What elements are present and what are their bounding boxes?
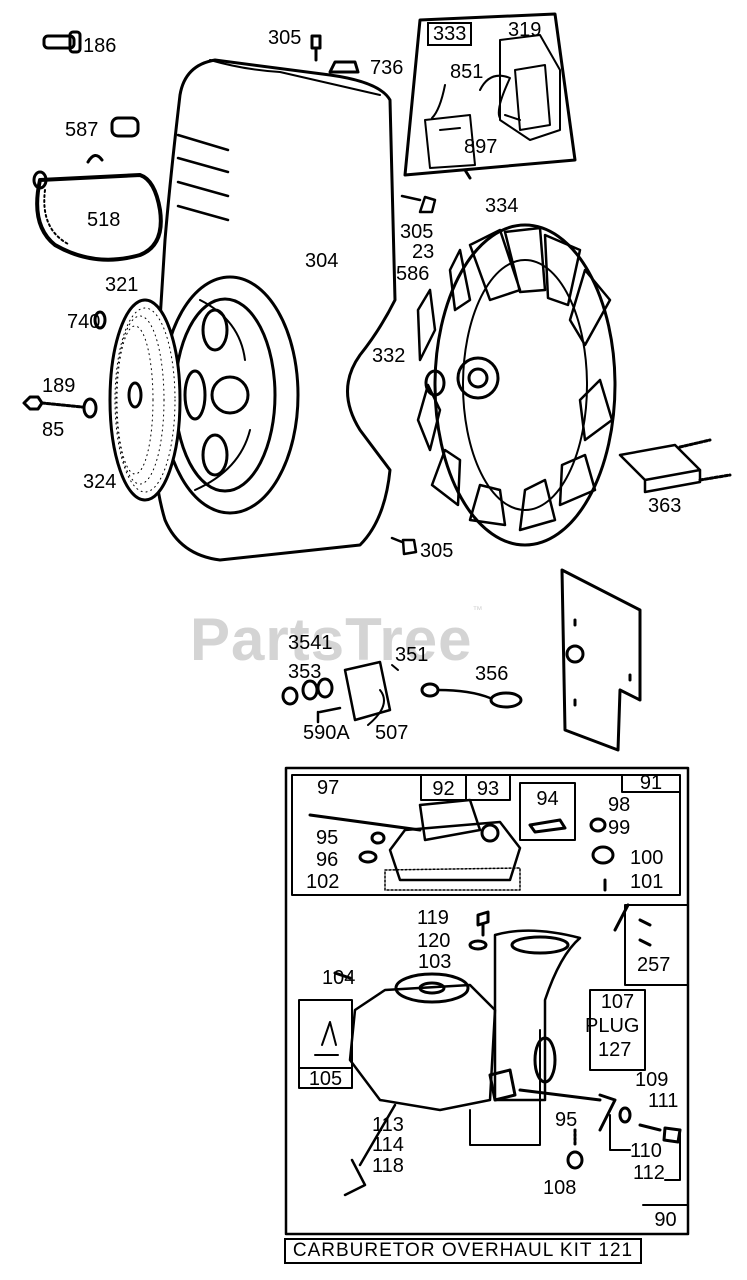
callout-97: 97 [317, 777, 340, 799]
callout-93: 93 [476, 778, 500, 800]
callout-321: 321 [105, 274, 139, 296]
callout-113: 113 [372, 1114, 404, 1136]
callout-103: 103 [418, 951, 452, 973]
callout-109: 109 [635, 1069, 669, 1091]
callout-105: 105 [308, 1068, 343, 1090]
callout-319: 319 [508, 19, 542, 41]
callout-119: 119 [417, 907, 449, 929]
callout-586: 586 [396, 263, 430, 285]
callout-304: 304 [305, 250, 339, 272]
callout-332: 332 [372, 345, 406, 367]
callout-736: 736 [370, 57, 404, 79]
callout-96: 96 [316, 849, 339, 871]
carburetor-kit-label: CARBURETOR OVERHAUL KIT 121 [284, 1238, 642, 1264]
ground-switch-parts [281, 660, 523, 726]
callout-90: 90 [654, 1209, 677, 1231]
plug-label: PLUG [585, 1015, 640, 1037]
bolt-part [22, 395, 98, 419]
carburetor-body-part [314, 903, 682, 1197]
callout-305-mid: 305 [400, 221, 434, 243]
callout-98: 98 [608, 794, 631, 816]
plate-part [560, 568, 642, 752]
callout-101: 101 [630, 871, 664, 893]
callout-100: 100 [630, 847, 664, 869]
screw-334-part [463, 168, 472, 180]
callout-104: 104 [322, 967, 356, 989]
callout-363: 363 [648, 495, 682, 517]
callout-353: 353 [288, 661, 322, 683]
callout-507: 507 [375, 722, 409, 744]
clip-part [328, 60, 360, 74]
bracket-part [618, 438, 732, 494]
fitting-part [42, 30, 82, 54]
screen-disc-part [108, 298, 182, 502]
screw-part [310, 34, 322, 62]
callout-740: 740 [67, 311, 101, 333]
callout-114: 114 [372, 1134, 404, 1156]
callout-99: 99 [608, 817, 631, 839]
screw-305b-part [400, 194, 437, 214]
callout-333: 333 [427, 22, 473, 46]
upper-body-part [308, 798, 615, 892]
callout-108: 108 [543, 1177, 577, 1199]
rotating-screen-part [160, 275, 300, 515]
callout-85: 85 [42, 419, 65, 441]
flywheel-part [416, 223, 617, 547]
callout-351: 351 [395, 644, 429, 666]
callout-324: 324 [83, 471, 117, 493]
callout-305-bottom: 305 [420, 540, 454, 562]
callout-95-bottom: 95 [555, 1109, 578, 1131]
nut-332-part [424, 369, 446, 397]
callout-112: 112 [633, 1162, 665, 1184]
carburetor-frame [284, 766, 690, 1236]
callout-107: 107 [600, 991, 635, 1013]
screw-305c-part [390, 536, 418, 556]
callout-851: 851 [450, 61, 484, 83]
callout-518: 518 [87, 209, 121, 231]
callout-587: 587 [65, 119, 99, 141]
callout-257: 257 [637, 954, 671, 976]
callout-23: 23 [412, 241, 435, 263]
armature-inset [403, 12, 577, 177]
callout-356: 356 [475, 663, 509, 685]
callout-590A: 590A [303, 722, 350, 744]
callout-94: 94 [536, 788, 559, 810]
callout-305-top: 305 [268, 27, 302, 49]
callout-118: 118 [372, 1155, 404, 1177]
callout-111: 111 [648, 1090, 679, 1112]
nut-part [93, 310, 107, 330]
callout-102: 102 [306, 871, 340, 893]
callout-91: 91 [639, 772, 663, 794]
callout-189: 189 [42, 375, 76, 397]
callout-110: 110 [630, 1140, 662, 1162]
callout-127: 127 [598, 1039, 632, 1061]
tube-part [32, 116, 163, 262]
callout-897: 897 [464, 136, 498, 158]
callout-3541: 3541 [288, 632, 333, 654]
callout-186: 186 [83, 35, 117, 57]
callout-120: 120 [417, 930, 451, 952]
callout-334: 334 [485, 195, 519, 217]
callout-92: 92 [432, 778, 455, 800]
watermark-text: PartsTree™ [190, 605, 484, 673]
callout-95-top: 95 [316, 827, 339, 849]
